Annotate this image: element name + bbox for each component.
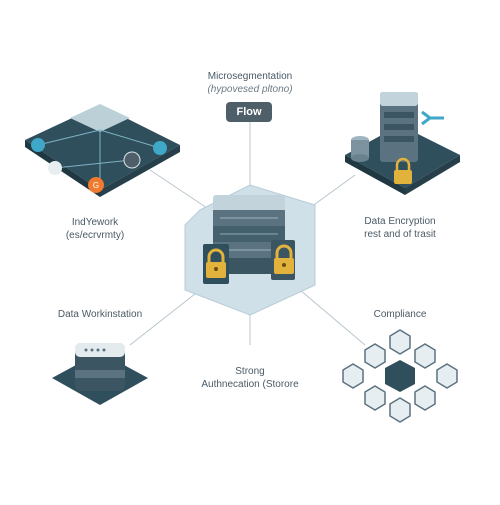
encryption-server xyxy=(345,92,460,195)
gear-icon xyxy=(364,385,386,411)
connector-bottom-left xyxy=(129,289,201,346)
network-node xyxy=(123,151,141,169)
flow-button[interactable]: Flow xyxy=(226,102,272,122)
server-top-plate xyxy=(213,195,285,211)
folder-icon xyxy=(342,363,364,389)
clock-icon xyxy=(414,385,436,411)
central-hub xyxy=(184,184,316,316)
checklist-icon xyxy=(414,343,436,369)
badge-icon xyxy=(389,397,411,423)
node-label-bottom-right: Compliance xyxy=(373,309,427,320)
lock-icon xyxy=(203,244,229,284)
title-text: Microsegmentation xyxy=(207,71,293,82)
subtitle-text: (hypovesed pltono) xyxy=(207,84,293,95)
connector-bottom-right xyxy=(299,289,366,346)
connector-top-left xyxy=(149,169,211,211)
server-layer-4 xyxy=(213,258,285,274)
key-icon xyxy=(421,110,444,126)
cloud-block xyxy=(70,104,130,132)
workstation-device xyxy=(52,343,148,405)
network-board: G xyxy=(25,104,180,197)
node-sublabel-top-right: rest and of trasit xyxy=(364,229,436,240)
lock-icon xyxy=(271,240,295,280)
lock-icon xyxy=(394,157,412,184)
node-sublabel-top-left: (es/ecrvrmty) xyxy=(65,230,125,241)
network-node xyxy=(153,141,167,155)
node-label-bottom-center: Strong xyxy=(235,366,265,377)
lock-icon xyxy=(436,363,458,389)
node-label-bottom-left: Data Workinstation xyxy=(57,309,143,320)
network-node xyxy=(31,138,45,152)
shield-icon xyxy=(389,329,411,355)
document-icon xyxy=(364,343,386,369)
compliance-cluster xyxy=(342,329,458,423)
node-label-top-right: Data Encryption xyxy=(364,216,436,227)
svg-text:G: G xyxy=(93,181,99,190)
alert-badge-icon xyxy=(88,177,104,193)
node-sublabel-bottom-center: Authnecation (Storore xyxy=(201,379,299,390)
node-label-top-left: IndYework xyxy=(71,217,119,228)
network-node xyxy=(48,161,62,175)
